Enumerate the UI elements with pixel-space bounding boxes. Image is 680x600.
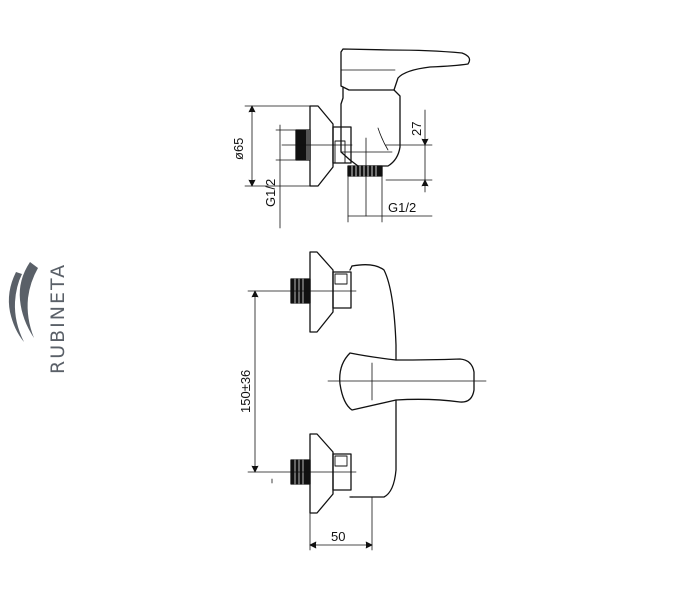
dim-diameter: ø65 (231, 138, 246, 160)
front-body (351, 264, 397, 498)
front-lever (339, 352, 475, 411)
side-view (295, 48, 471, 187)
brand-logo-mark (19, 262, 38, 338)
side-view-dims (244, 105, 433, 229)
dim-depth: 50 (331, 529, 345, 544)
dim-thread-vertical: G1/2 (263, 179, 278, 207)
front-view-dims (247, 290, 487, 551)
front-upper-flange (309, 251, 334, 333)
dim-height-small: 27 (409, 122, 424, 136)
bottom-outlet-thread (347, 165, 383, 177)
brand-logo: RUBINETA (8, 262, 69, 374)
brand-name: RUBINETA (47, 263, 69, 374)
side-flange (309, 105, 334, 187)
front-upper-connector (332, 271, 352, 309)
dim-thread-horizontal: G1/2 (388, 200, 416, 215)
dim-spacing: 150±36 (238, 370, 253, 413)
front-lower-flange (309, 433, 334, 514)
side-lever (340, 48, 471, 91)
